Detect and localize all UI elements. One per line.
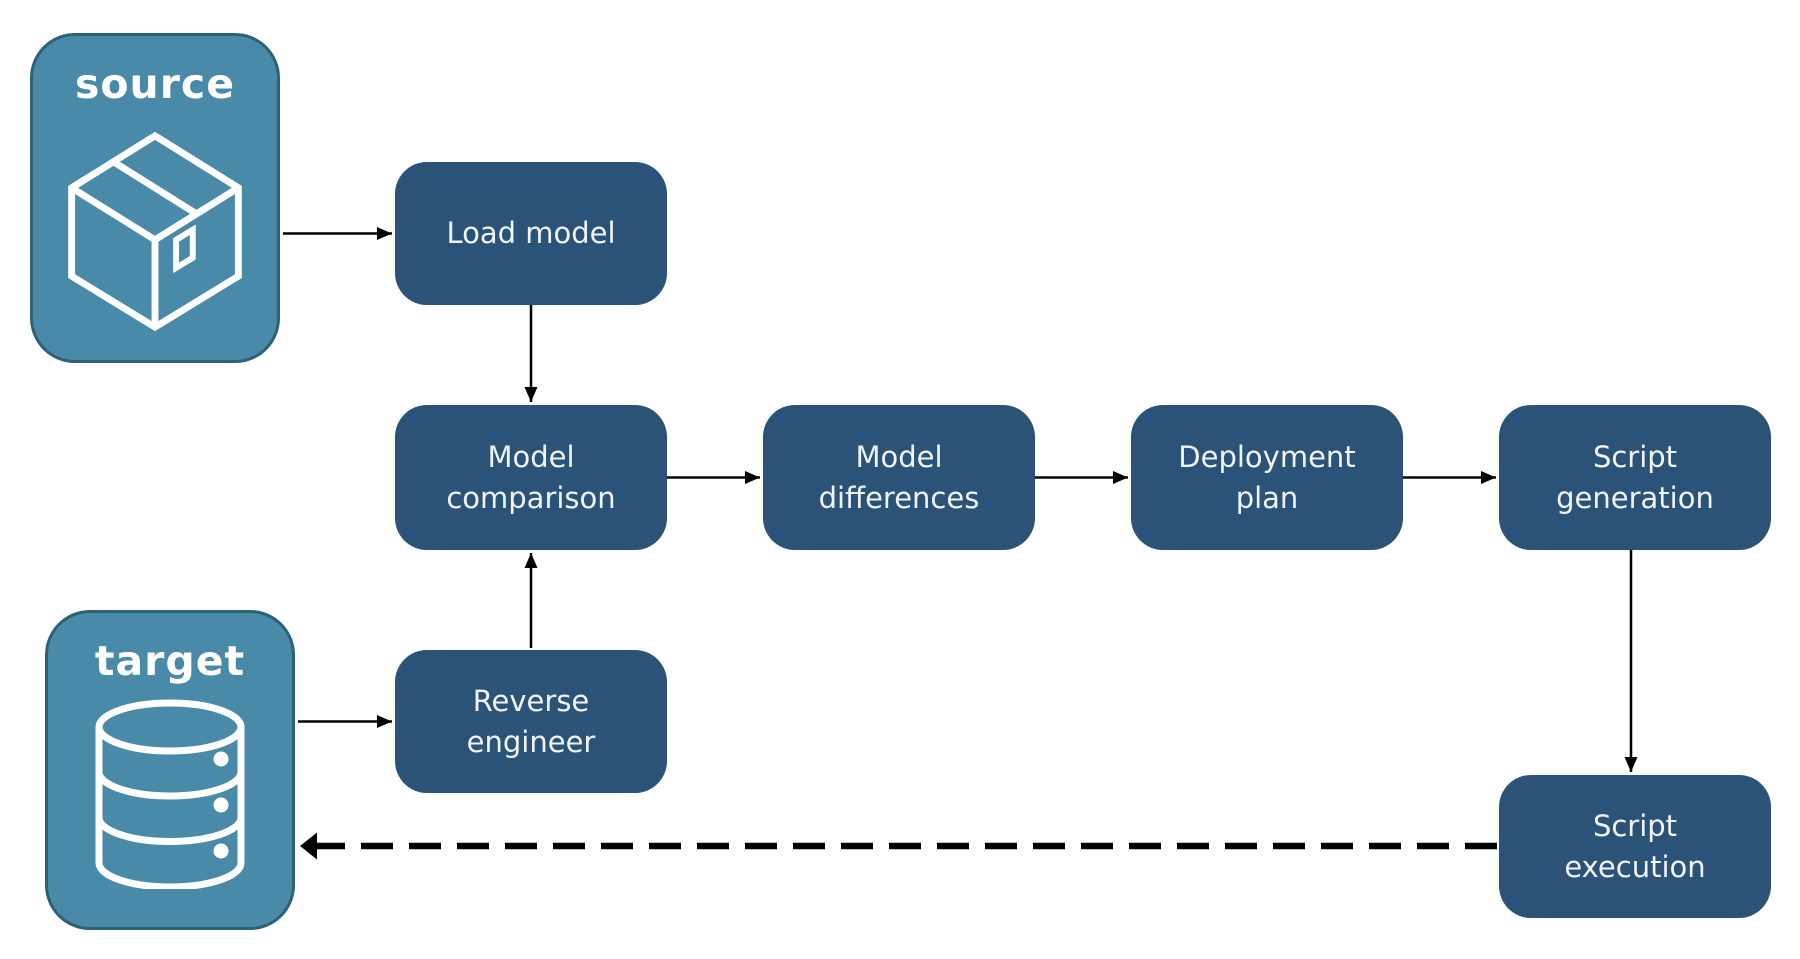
node-deployment-plan: Deployment plan	[1131, 405, 1403, 550]
target-title: target	[94, 637, 246, 685]
source-title: source	[74, 60, 236, 108]
node-model-comparison: Model comparison	[395, 405, 667, 550]
node-label: Script execution	[1564, 809, 1706, 884]
database-icon	[95, 699, 245, 889]
source-endpoint: source	[30, 33, 280, 363]
node-model-differences: Model differences	[763, 405, 1035, 550]
node-label: Deployment plan	[1178, 440, 1356, 515]
node-label: Reverse engineer	[466, 684, 596, 759]
node-script-execution: Script execution	[1499, 775, 1771, 918]
target-endpoint: target	[45, 610, 295, 930]
node-label: Model differences	[818, 440, 980, 515]
node-reverse-engineer: Reverse engineer	[395, 650, 667, 793]
package-icon	[68, 131, 242, 332]
node-label: Load model	[446, 216, 616, 251]
node-load-model: Load model	[395, 162, 667, 305]
node-script-generation: Script generation	[1499, 405, 1771, 550]
node-label: Model comparison	[446, 440, 616, 515]
node-label: Script generation	[1556, 440, 1714, 515]
